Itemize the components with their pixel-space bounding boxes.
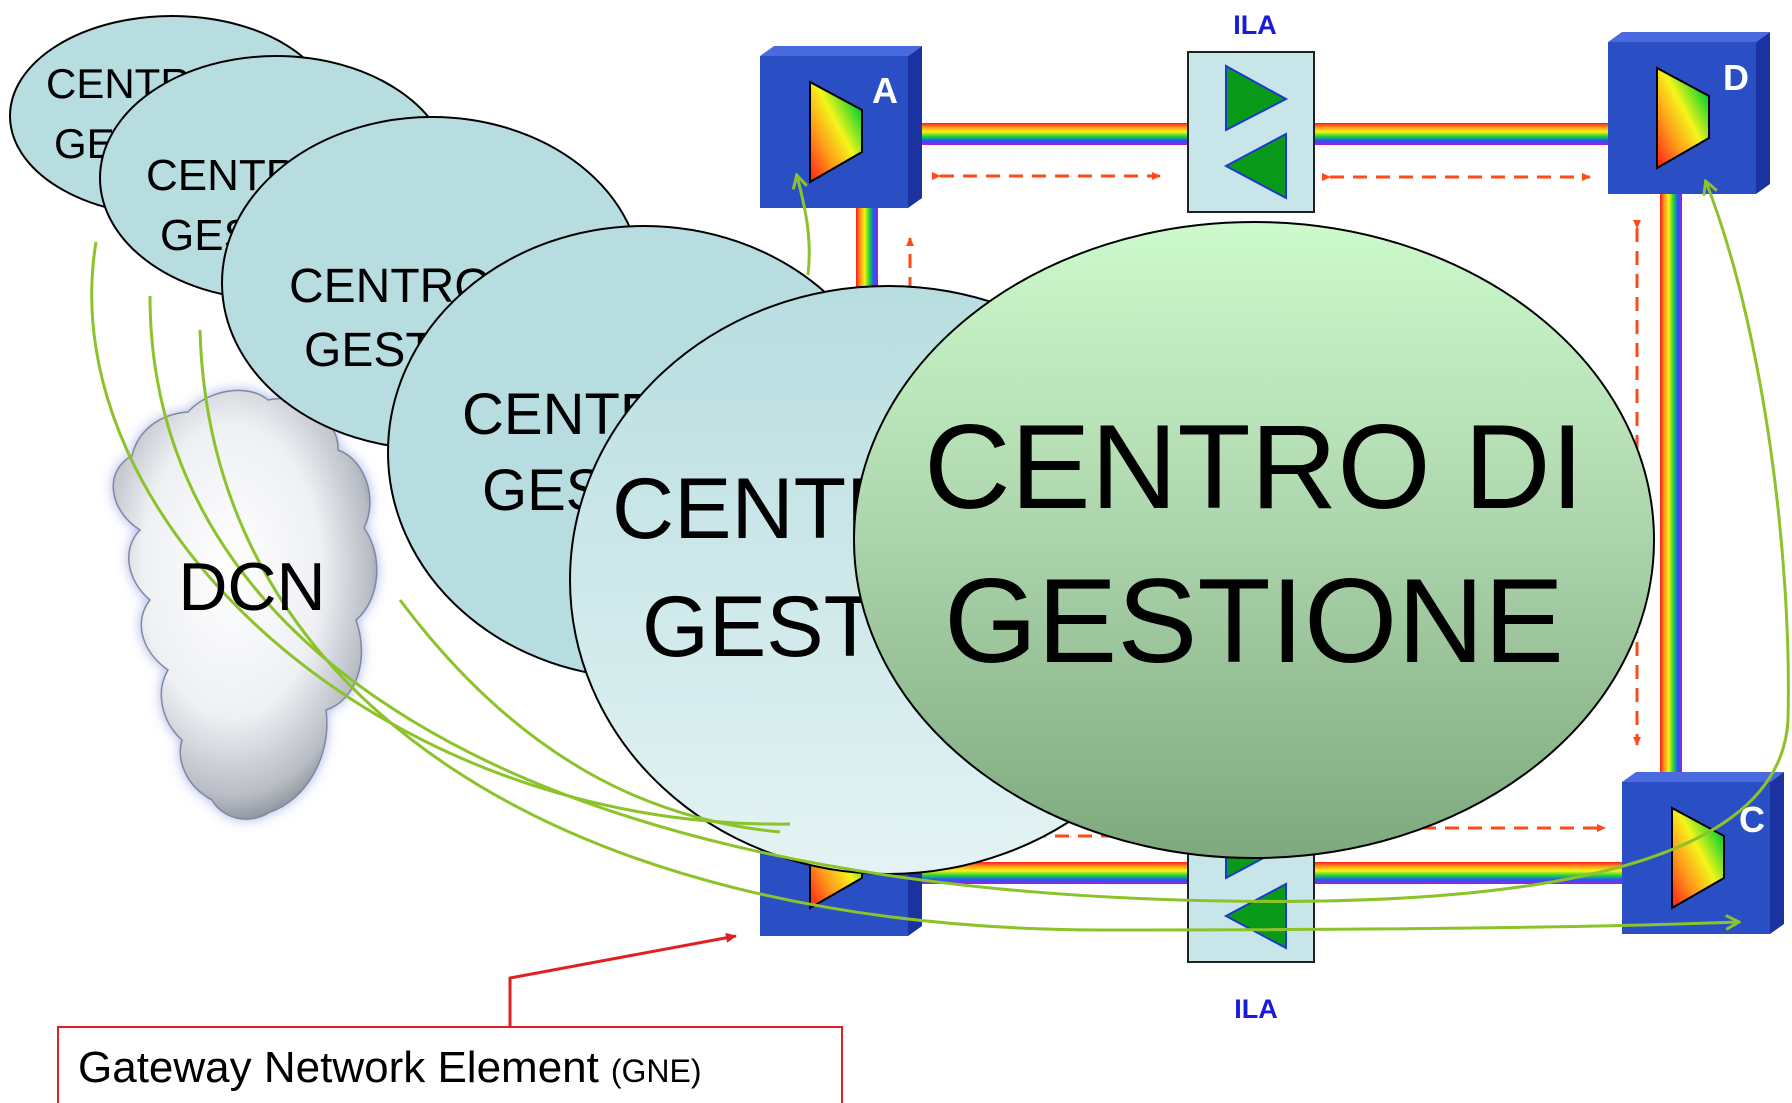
callout-leader-line: [508, 932, 737, 1030]
node-c-side: [1770, 772, 1784, 934]
center-main-line1: CENTRO DI: [924, 400, 1584, 534]
link-center4-to-gne: [398, 599, 781, 834]
fiber-link-bottom-left: [920, 862, 1190, 884]
prism-icon: [1671, 806, 1725, 910]
management-center-main[interactable]: CENTRO DI GESTIONE: [853, 221, 1655, 859]
ila-top[interactable]: ILA: [1187, 10, 1315, 213]
link-to-a: [90, 176, 810, 826]
link-center2-to-d: [148, 182, 1790, 903]
prism-icon: [1656, 66, 1710, 170]
fiber-links: [856, 123, 1682, 884]
node-c-top: [1622, 772, 1784, 782]
callout-main-text: Gateway Network Element: [78, 1043, 599, 1092]
ila-top-box: [1187, 51, 1315, 213]
node-a[interactable]: A: [760, 46, 922, 208]
ila-bottom-label: ILA: [1234, 994, 1278, 1024]
node-d-side: [1756, 32, 1770, 194]
node-d[interactable]: D: [1608, 32, 1770, 194]
node-c-label: C: [1739, 799, 1765, 840]
fiber-link-right: [1660, 192, 1682, 772]
fiber-link-bottom-right: [1310, 862, 1630, 884]
center-main-line2: GESTIONE: [944, 554, 1564, 688]
callout-abbr-text: (GNE): [611, 1053, 702, 1089]
cloud-shape: [112, 389, 378, 820]
dcn-cloud[interactable]: [112, 389, 378, 820]
node-a-label: A: [872, 70, 898, 111]
center-main-ellipse: [853, 221, 1655, 859]
link-center3-to-c: [198, 329, 1738, 932]
amplifier-left-icon: [1223, 132, 1287, 200]
callout-box: [57, 1026, 843, 1103]
management-links: [90, 176, 1790, 932]
node-d-top: [1608, 32, 1770, 42]
fiber-link-top-left: [920, 123, 1190, 145]
gne-callout: Gateway Network Element (GNE): [57, 932, 843, 1103]
callout-text: Gateway Network Element (GNE): [78, 1043, 702, 1092]
amplifier-right-icon: [1225, 64, 1289, 132]
node-a-top: [760, 46, 922, 56]
ila-top-label: ILA: [1233, 10, 1277, 40]
node-a-side: [908, 46, 922, 208]
dcn-label: DCN: [178, 549, 325, 625]
node-c[interactable]: C: [1622, 772, 1784, 934]
prism-icon: [809, 80, 863, 184]
node-d-label: D: [1723, 57, 1749, 98]
fiber-link-top-right: [1310, 123, 1616, 145]
